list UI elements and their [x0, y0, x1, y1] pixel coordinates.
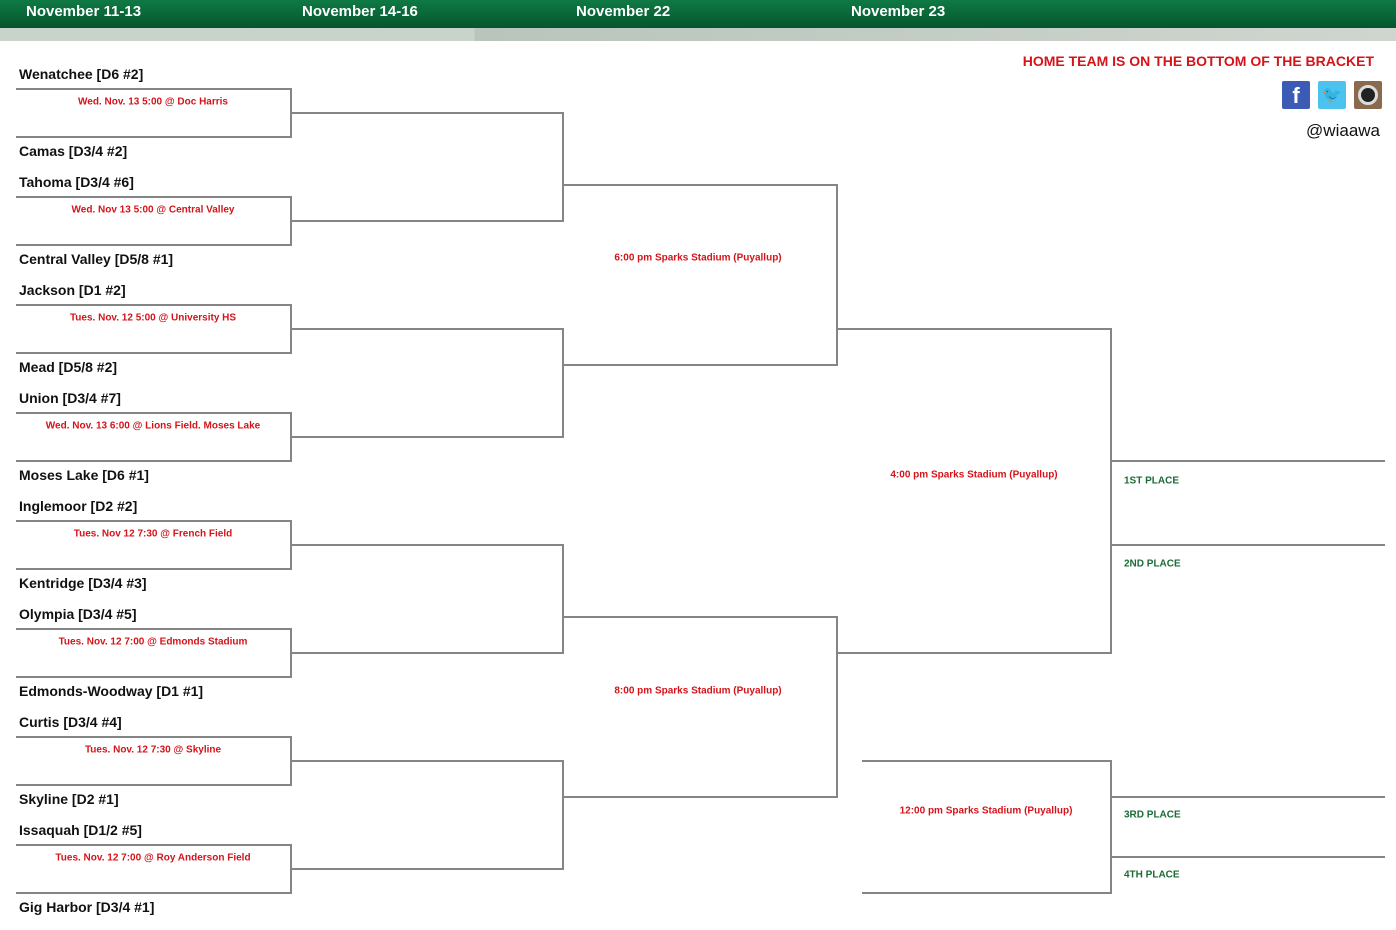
- fourth-place-label: 4TH PLACE: [1124, 869, 1180, 881]
- bracket-line: [562, 328, 564, 438]
- team-name: Inglemoor [D2 #2]: [19, 498, 138, 514]
- team-name: Jackson [D1 #2]: [19, 282, 126, 298]
- bracket-line: [16, 568, 292, 570]
- game-info: Tues. Nov 12 7:30 @ French Field: [73, 528, 233, 540]
- social-handle: @wiaawa: [1306, 121, 1380, 140]
- team-name: Wenatchee [D6 #2]: [19, 66, 144, 82]
- round-header-1: November 11-13: [26, 3, 142, 20]
- team-name: Skyline [D2 #1]: [19, 791, 119, 807]
- instagram-icon[interactable]: [1354, 81, 1382, 109]
- bracket-line: [290, 652, 564, 654]
- third-place-game-info: 12:00 pm Sparks Stadium (Puyallup): [899, 805, 1073, 817]
- team-name: Kentridge [D3/4 #3]: [19, 575, 147, 591]
- bracket-line: [1111, 460, 1385, 462]
- team-name: Tahoma [D3/4 #6]: [19, 174, 134, 190]
- bracket-line: [563, 796, 838, 798]
- final-info: 4:00 pm Sparks Stadium (Puyallup): [890, 469, 1058, 481]
- bracket-line: [563, 364, 838, 366]
- bracket-line: [862, 892, 1112, 894]
- round-header-3: November 22: [576, 3, 671, 20]
- first-place-label: 1ST PLACE: [1124, 475, 1180, 487]
- semifinal-1-info: 6:00 pm Sparks Stadium (Puyallup): [614, 252, 782, 264]
- bracket-line: [16, 520, 292, 522]
- bracket-line: [837, 652, 1112, 654]
- team-name: Central Valley [D5/8 #1]: [19, 251, 174, 267]
- team-name: Olympia [D3/4 #5]: [19, 606, 137, 622]
- round-header-2: November 14-16: [302, 3, 418, 20]
- bracket-line: [562, 760, 564, 870]
- bracket-line: [836, 616, 838, 798]
- bracket-line: [1111, 796, 1385, 798]
- home-team-note: HOME TEAM IS ON THE BOTTOM OF THE BRACKE…: [1022, 53, 1374, 69]
- bracket-line: [1110, 328, 1112, 654]
- bracket-line: [562, 544, 564, 654]
- bracket-line: [16, 844, 292, 846]
- second-place-label: 2ND PLACE: [1124, 558, 1181, 570]
- bracket-line: [16, 244, 292, 246]
- header-stripe: [0, 28, 1396, 41]
- bracket-line: [16, 88, 292, 90]
- bracket-line: [862, 760, 1112, 762]
- bracket-line: [290, 436, 564, 438]
- bracket-line: [16, 628, 292, 630]
- bracket-line: [16, 784, 292, 786]
- bracket-line: [836, 184, 838, 366]
- bracket-line: [1110, 760, 1112, 894]
- game-info: Tues. Nov. 12 7:00 @ Edmonds Stadium: [58, 636, 248, 648]
- game-info: Tues. Nov. 12 5:00 @ University HS: [69, 312, 237, 324]
- bracket-line: [290, 868, 564, 870]
- team-name: Mead [D5/8 #2]: [19, 359, 118, 375]
- semifinal-2-info: 8:00 pm Sparks Stadium (Puyallup): [614, 685, 782, 697]
- bracket-line: [563, 184, 838, 186]
- bracket-line: [837, 328, 1112, 330]
- game-info: Tues. Nov. 12 7:30 @ Skyline: [84, 744, 222, 756]
- team-name: Camas [D3/4 #2]: [19, 143, 128, 159]
- bracket-line: [290, 760, 564, 762]
- facebook-icon[interactable]: f: [1282, 81, 1310, 109]
- bracket-line: [16, 304, 292, 306]
- bracket-line: [290, 220, 564, 222]
- team-name: Curtis [D3/4 #4]: [19, 714, 122, 730]
- team-name: Issaquah [D1/2 #5]: [19, 822, 142, 838]
- bracket-line: [563, 616, 838, 618]
- bracket-line: [1111, 544, 1385, 546]
- bracket-line: [562, 112, 564, 222]
- bracket-line: [1111, 856, 1385, 858]
- bracket-line: [16, 352, 292, 354]
- bracket-line: [290, 544, 564, 546]
- twitter-icon[interactable]: 🐦: [1318, 81, 1346, 109]
- team-name: Edmonds-Woodway [D1 #1]: [19, 683, 204, 699]
- team-name: Union [D3/4 #7]: [19, 390, 121, 406]
- game-info: Wed. Nov. 13 5:00 @ Doc Harris: [78, 96, 228, 108]
- round-header-4: November 23: [851, 3, 946, 20]
- game-info: Tues. Nov. 12 7:00 @ Roy Anderson Field: [55, 852, 251, 864]
- bracket-line: [290, 328, 564, 330]
- game-info: Wed. Nov. 13 6:00 @ Lions Field. Moses L…: [45, 420, 261, 432]
- team-name: Moses Lake [D6 #1]: [19, 467, 149, 483]
- bracket-line: [16, 676, 292, 678]
- bracket-line: [16, 412, 292, 414]
- bracket-line: [16, 892, 292, 894]
- bracket-line: [16, 136, 292, 138]
- third-place-label: 3RD PLACE: [1124, 809, 1181, 821]
- bracket-line: [16, 196, 292, 198]
- team-name: Gig Harbor [D3/4 #1]: [19, 899, 155, 915]
- bracket-line: [16, 460, 292, 462]
- header-bar: [0, 0, 1396, 28]
- bracket-line: [16, 736, 292, 738]
- game-info: Wed. Nov 13 5:00 @ Central Valley: [71, 204, 235, 216]
- bracket-line: [290, 112, 564, 114]
